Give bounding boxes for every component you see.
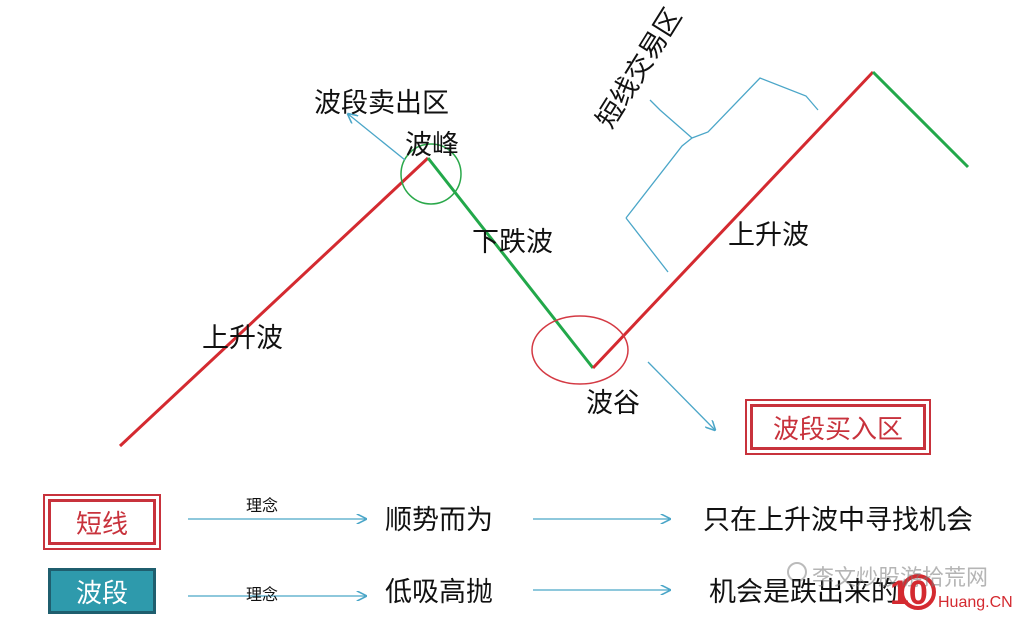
legend-right-1: 只在上升波中寻找机会 [703,505,973,536]
legend-right-2: 机会是跌出来的 [709,577,898,608]
legend-concept-1: 理念 [246,496,279,515]
fall-wave [426,157,595,369]
tag-swing-label: 波段 [75,578,128,609]
trough-circle [531,315,629,385]
tag-short-term: 短线 [43,494,161,550]
legend-middle-1: 顺势而为 [385,505,493,536]
peak-circle [400,143,462,205]
watermark-gear-icon [900,574,936,610]
fall-wave-end [871,70,970,169]
tag-swing: 波段 [48,568,156,614]
label-rise-right: 上升波 [728,220,809,251]
buy-zone-label: 波段买入区 [772,414,903,445]
buy-arrow [647,361,715,430]
label-fall: 下跌波 [472,227,553,258]
watermark-number: 10 [890,574,928,612]
legend-middle-2: 低吸高抛 [385,577,493,608]
label-peak: 波峰 [405,130,459,161]
watermark-domain: Huang.CN [938,594,1013,611]
rise-wave-right [591,70,875,370]
label-trough: 波谷 [586,388,640,419]
sell-arrow [348,114,406,161]
short-zone-brace [625,77,819,273]
tag-short-term-label: 短线 [75,509,128,540]
legend-concept-2: 理念 [246,585,279,604]
watermark-text: 李文炒股游拾荒网 [812,566,989,591]
watermark-heart-icon [787,562,807,582]
rise-wave-left [118,156,430,448]
label-sell-zone: 波段卖出区 [314,88,449,119]
label-rise-left: 上升波 [202,323,283,354]
buy-zone-box: 波段买入区 [745,399,931,455]
